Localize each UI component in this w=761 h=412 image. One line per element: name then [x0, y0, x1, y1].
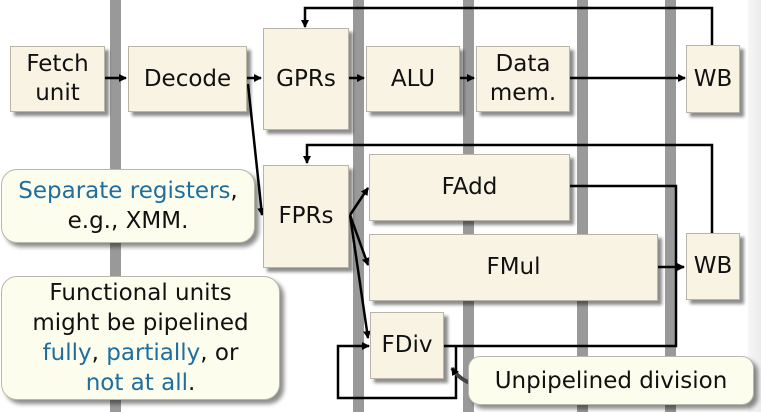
callout-unpipelined-division: Unpipelined division — [468, 356, 754, 405]
decode-box: Decode — [128, 46, 247, 112]
callout-pipelining: Functional units might be pipelined full… — [1, 276, 280, 400]
sep2: , or — [200, 340, 239, 366]
arrow-fprs-fadd — [348, 187, 370, 216]
fully-highlight: fully — [42, 340, 92, 366]
fmul-label: FMul — [486, 254, 541, 280]
unpipelined-division-label: Unpipelined division — [494, 367, 728, 394]
fdiv-loop — [336, 342, 458, 400]
sep1: , — [91, 340, 107, 366]
callout-registers-line1: Separate registers, — [18, 176, 237, 206]
separate-registers-highlight: Separate registers — [18, 178, 231, 204]
pipeline-register-bar-4 — [577, 0, 588, 412]
arrow-wb-gprs-feedback — [301, 6, 714, 45]
fmul-box: FMul — [369, 234, 658, 301]
callout-pipelining-line3: fully, partially, or — [43, 338, 239, 368]
fetch-unit-label-line2: unit — [35, 80, 80, 106]
arrow-fprs-fdiv — [348, 214, 371, 339]
fetch-unit-label-line1: Fetch — [26, 51, 89, 77]
callout-pipelining-line2: might be pipelined — [32, 310, 249, 336]
fprs-box: FPRs — [263, 165, 349, 268]
period: . — [187, 370, 196, 396]
data-memory-box: Data mem. — [476, 46, 570, 112]
pipeline-register-bar-5 — [665, 0, 676, 412]
fadd-box: FAdd — [369, 154, 570, 221]
slide-edge — [748, 0, 761, 412]
alu-label: ALU — [390, 65, 436, 92]
gprs-label: GPRs — [276, 65, 336, 92]
data-memory-label-line2: mem. — [489, 80, 557, 106]
alu-box: ALU — [366, 46, 460, 112]
arrow-fprs-fmul — [348, 214, 370, 266]
callout-pipelining-line4: not at all. — [86, 368, 196, 398]
callout-pipelining-line1: Functional units — [49, 280, 232, 306]
fadd-label: FAdd — [441, 174, 498, 200]
partially-highlight: partially — [106, 340, 201, 366]
arrow-fdiv-wb — [444, 267, 678, 348]
gprs-box: GPRs — [263, 28, 349, 130]
fdiv-label: FDiv — [381, 332, 433, 358]
not-at-all-highlight: not at all — [85, 370, 188, 396]
callout-separate-registers: Separate registers, e.g., XMM. — [1, 169, 255, 243]
arrow-decode-fprs — [246, 83, 266, 216]
pipeline-register-bar-2 — [353, 0, 364, 412]
arrow-fadd-wb — [570, 184, 678, 267]
writeback-fp-box: WB — [686, 233, 740, 300]
fprs-label: FPRs — [278, 203, 334, 229]
arrow-wb-fprs-feedback — [303, 143, 714, 233]
fdiv-box: FDiv — [370, 312, 444, 379]
writeback-int-box: WB — [686, 45, 740, 113]
comma: , — [230, 178, 238, 204]
data-memory-label-line1: Data — [495, 51, 551, 77]
writeback-int-label: WB — [693, 65, 733, 92]
fetch-unit-box: Fetch unit — [10, 46, 105, 112]
decode-label: Decode — [143, 65, 232, 92]
callout-registers-line2: e.g., XMM. — [67, 208, 189, 234]
writeback-fp-label: WB — [693, 253, 733, 279]
